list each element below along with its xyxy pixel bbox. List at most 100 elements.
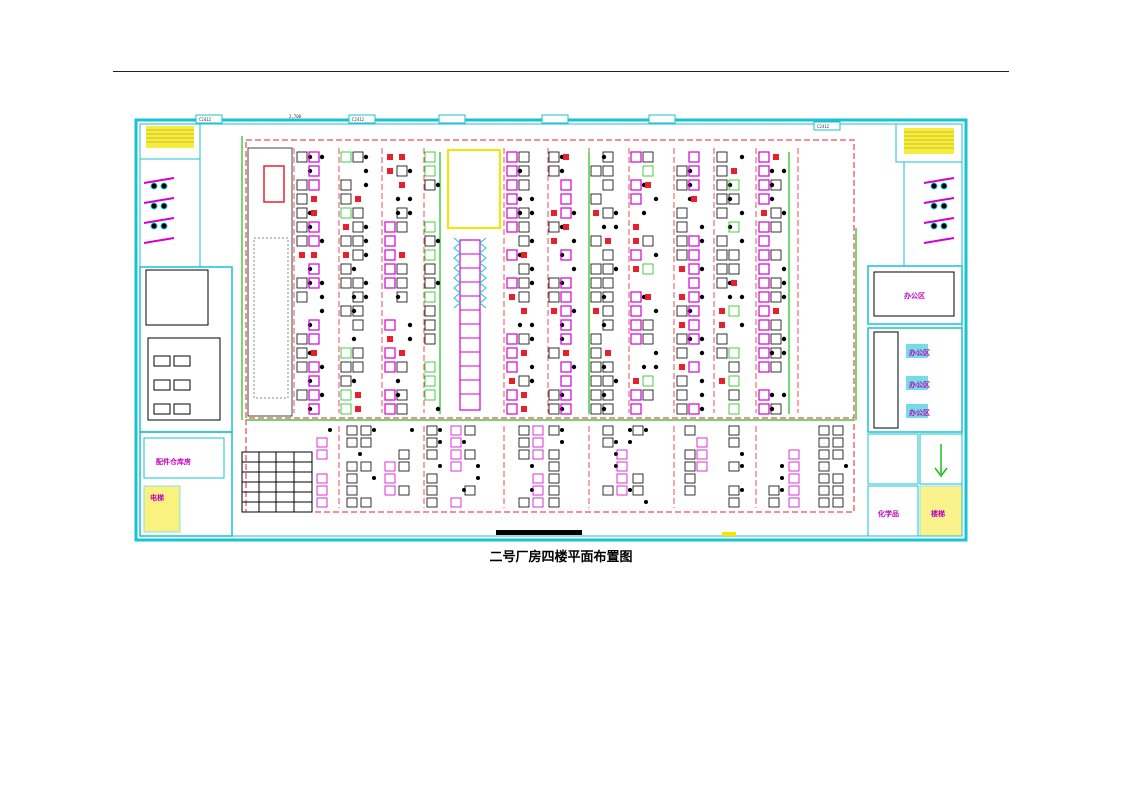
equipment-mark [739, 322, 745, 328]
equipment-mark [605, 238, 611, 244]
equipment-mark [351, 308, 357, 314]
equipment-mark [316, 485, 328, 496]
equipment-mark [602, 277, 614, 289]
equipment-mark [424, 333, 436, 345]
equipment-mark [630, 249, 642, 261]
equipment-mark [641, 364, 647, 370]
equipment-mark [518, 375, 530, 387]
equipment-mark [780, 464, 784, 468]
equipment-mark [602, 263, 614, 275]
equipment-mark [653, 252, 659, 258]
equipment-mark [396, 165, 408, 177]
equipment-mark [644, 428, 648, 432]
equipment-mark [758, 165, 770, 177]
equipment-mark [688, 403, 700, 415]
equipment-mark [758, 151, 770, 163]
equipment-mark [506, 249, 518, 261]
equipment-mark [728, 425, 740, 436]
equipment-mark [773, 154, 779, 160]
equipment-mark [688, 319, 700, 331]
equipment-mark [630, 403, 642, 415]
equipment-mark [758, 249, 770, 261]
equipment-mark [424, 179, 436, 191]
equipment-mark [616, 485, 628, 496]
room-label: 电梯 [150, 493, 164, 502]
equipment-mark [679, 294, 685, 300]
equipment-mark [632, 485, 644, 496]
equipment-mark [768, 485, 780, 496]
equipment-mark [398, 485, 410, 496]
equipment-mark [740, 488, 744, 492]
equipment-mark [450, 461, 462, 472]
equipment-mark [352, 249, 364, 261]
equipment-mark [387, 154, 393, 160]
equipment-mark [788, 461, 800, 472]
equipment-mark [642, 151, 654, 163]
equipment-mark [770, 179, 782, 191]
equipment-mark [676, 375, 688, 387]
right-bottom-rooms: 化学品 楼梯 [867, 433, 963, 537]
equipment-mark [676, 235, 688, 247]
equipment-mark [311, 350, 317, 356]
equipment-mark [560, 389, 572, 401]
equipment-mark [410, 428, 414, 432]
equipment-mark [601, 406, 607, 412]
equipment-mark [521, 392, 527, 398]
equipment-mark [758, 389, 770, 401]
equipment-mark [788, 497, 800, 508]
equipment-mark [355, 196, 361, 202]
equipment-mark [688, 263, 700, 275]
room-label: 配件仓库房 [156, 457, 191, 466]
right-office-block: 办公区 办公区 办公区 办公区 [867, 265, 963, 433]
equipment-mark [590, 333, 602, 345]
equipment-mark [346, 485, 358, 496]
equipment-mark [728, 403, 740, 415]
equipment-mark [506, 333, 518, 345]
equipment-mark [308, 263, 320, 275]
equipment-mark [360, 425, 372, 436]
equipment-mark [352, 151, 364, 163]
equipment-mark [450, 497, 462, 508]
equipment-mark [548, 403, 560, 415]
equipment-mark [560, 428, 564, 432]
equipment-mark [424, 249, 436, 261]
header-rule [113, 71, 1009, 72]
equipment-mark [319, 308, 325, 314]
equipment-mark [438, 440, 442, 444]
equipment-mark [363, 238, 369, 244]
workstation-rows [296, 151, 787, 415]
equipment-mark [699, 266, 705, 272]
equipment-mark [424, 375, 436, 387]
equipment-mark [781, 350, 787, 356]
equipment-mark [728, 485, 740, 496]
equipment-mark [296, 235, 308, 247]
equipment-mark [719, 378, 725, 384]
left-stair [139, 123, 201, 160]
equipment-mark [308, 277, 320, 289]
equipment-mark [399, 350, 405, 356]
equipment-mark [506, 361, 518, 373]
equipment-mark [506, 389, 518, 401]
equipment-mark [518, 449, 530, 460]
equipment-mark [770, 347, 782, 359]
equipment-mark [517, 210, 523, 216]
equipment-mark [296, 179, 308, 191]
equipment-mark [529, 322, 535, 328]
aisle-boundary-lower [245, 419, 855, 513]
equipment-mark [740, 452, 744, 456]
equipment-mark [602, 437, 614, 448]
equipment-mark [529, 196, 535, 202]
equipment-mark [518, 235, 530, 247]
equipment-mark [696, 437, 708, 448]
equipment-mark [296, 361, 308, 373]
equipment-mark [351, 266, 357, 272]
equipment-mark [602, 425, 614, 436]
equipment-mark [548, 221, 560, 233]
equipment-mark [728, 461, 740, 472]
equipment-mark [450, 449, 462, 460]
equipment-mark [758, 347, 770, 359]
equipment-mark [532, 425, 544, 436]
equipment-mark [758, 403, 770, 415]
equipment-mark [602, 291, 614, 303]
equipment-mark [727, 294, 733, 300]
